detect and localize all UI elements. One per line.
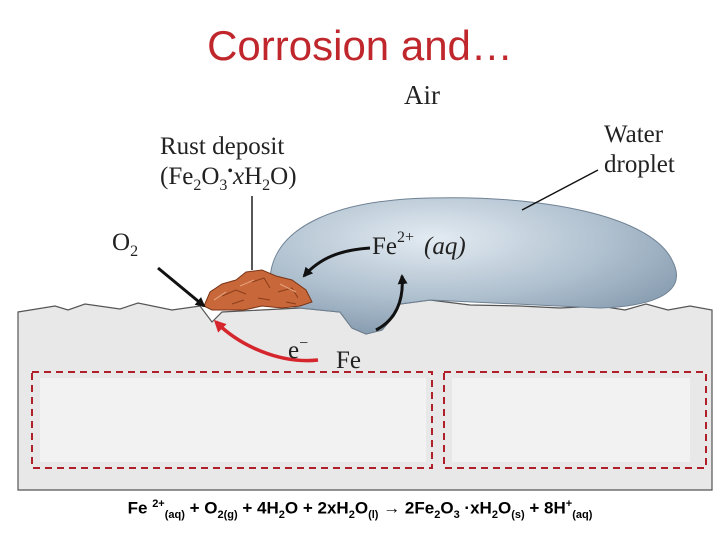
o2-label: O2 <box>112 229 138 260</box>
water-label-line1: Water <box>604 121 664 148</box>
rust-deposit <box>203 269 313 311</box>
fe-ion-label: Fe2+(aq) <box>372 229 466 260</box>
corrosion-equation: Fe 2+(aq) + O2(g) + 4H2O + 2xH2O(l) → 2F… <box>127 498 593 522</box>
answer-box-right-fill <box>452 378 690 462</box>
fe-ion-arrow-up <box>375 274 408 332</box>
o2-arrow <box>157 266 206 308</box>
answer-box-left[interactable] <box>31 371 433 469</box>
fe-ion-arrow-to-rust <box>302 246 371 278</box>
answer-box-left-fill <box>40 378 426 462</box>
air-label: Air <box>404 80 440 110</box>
slide-title: Corrosion and… <box>207 22 513 69</box>
water-leader-line <box>521 169 599 211</box>
electron-arrow <box>213 319 319 363</box>
fe-label: Fe <box>336 347 361 374</box>
electron-label: e− <box>288 335 308 364</box>
reaction-arrow-icon: → <box>378 498 405 518</box>
rust-label-line1: Rust deposit <box>160 133 284 160</box>
rust-formula: (Fe2O3•xH2O) <box>160 163 297 194</box>
water-droplet-shape <box>269 197 677 335</box>
water-label-line2: droplet <box>604 151 675 178</box>
